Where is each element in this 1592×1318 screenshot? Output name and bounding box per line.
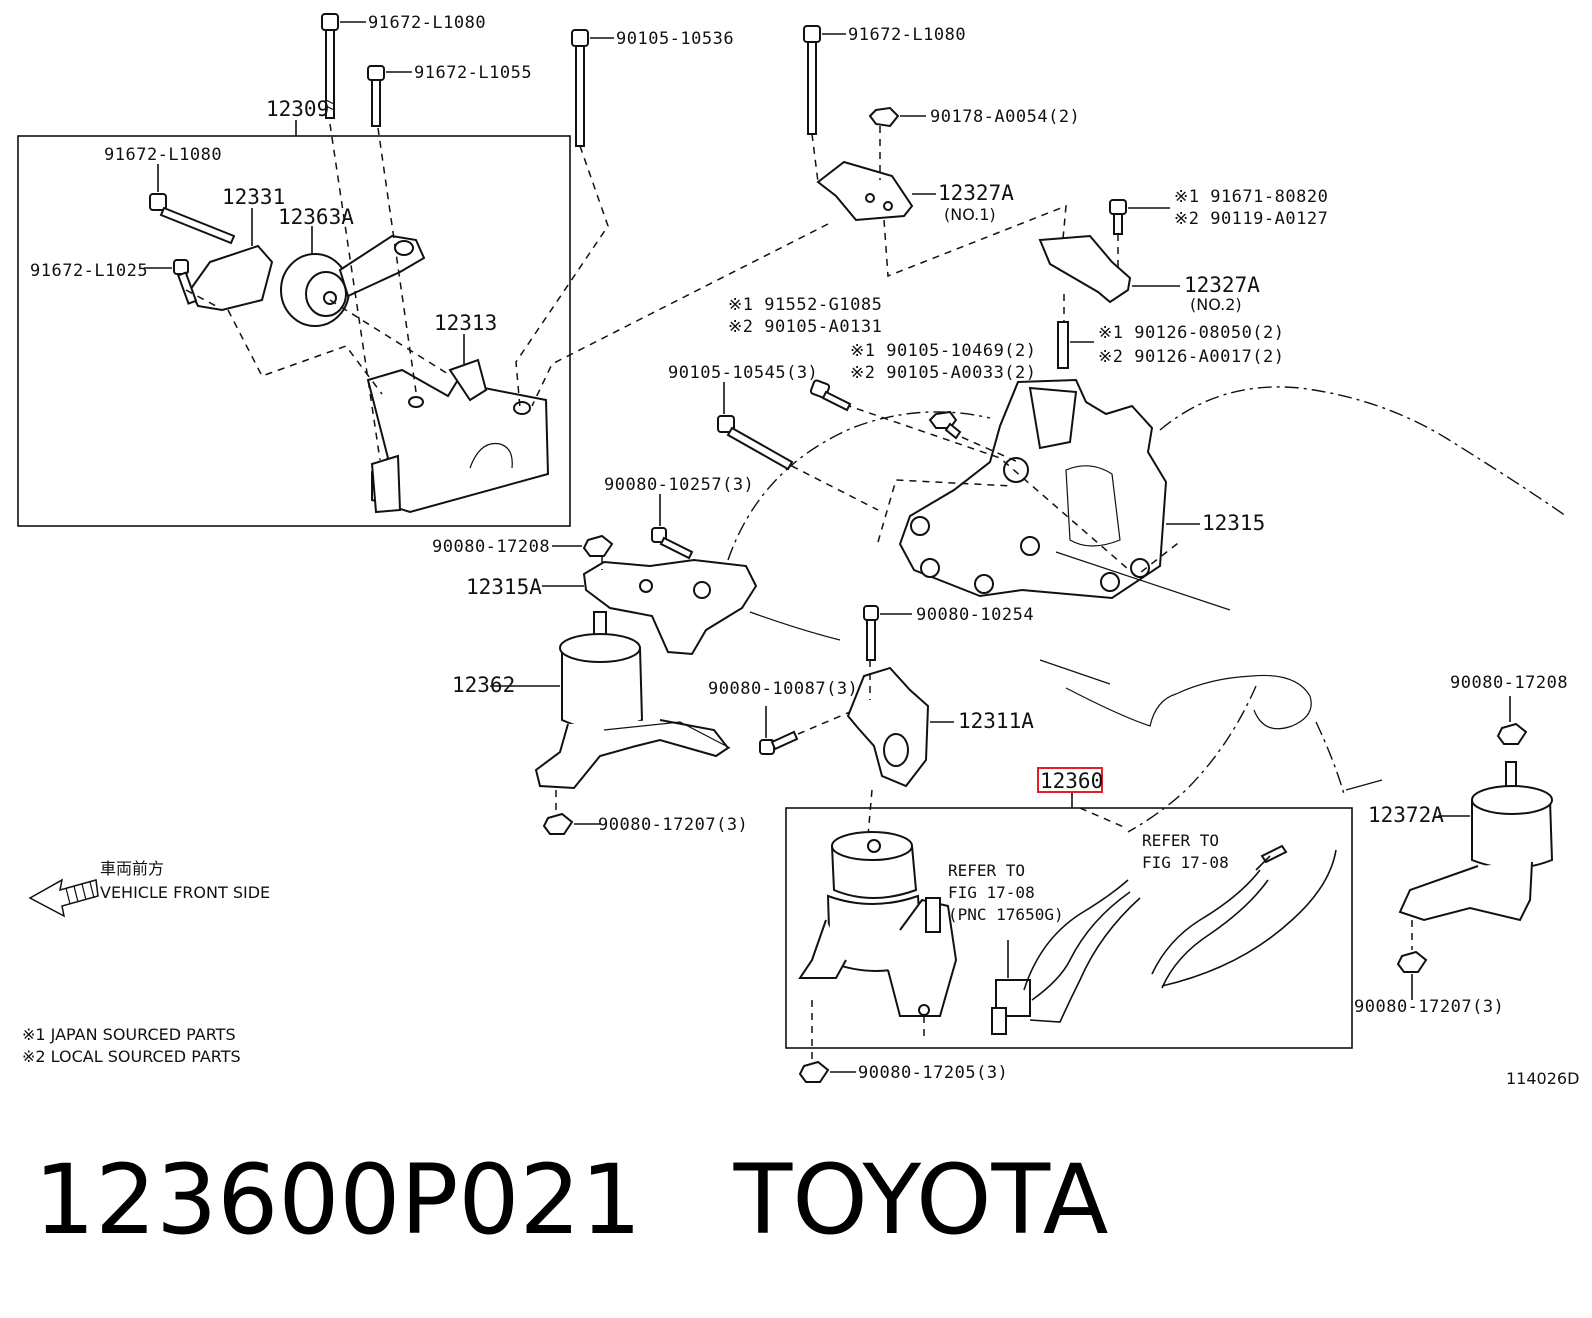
label-ref1-90126: ※1 90126-08050(2) [1098,323,1285,343]
label-ref2-90119: ※2 90119-A0127 [1174,209,1328,229]
label-12360: 12360 [1040,769,1103,793]
label-ref1-90105-10469: ※1 90105-10469(2) [850,341,1037,361]
parts-diagram: 91672-L1080 91672-L1055 90105-10536 9167… [17,13,1579,1088]
nut-90080-17208-a [552,534,614,557]
bolt-91552-G1085 [809,379,852,412]
label-refer-fig-2: FIG 17-08 [948,883,1035,902]
label-12311A: 12311A [958,709,1034,733]
label-12363A: 12363A [278,205,354,229]
label-12331: 12331 [222,185,285,209]
label-91672-L1080-c: 91672-L1080 [104,145,222,165]
label-90080-17207-a: 90080-17207(3) [598,815,748,835]
engine-outline-1 [727,411,991,561]
transmission-outline [1065,674,1312,730]
label-91672-L1055: 91672-L1055 [414,63,532,83]
bolt-90105-10536 [571,29,614,147]
legend-note-1: ※1 JAPAN SOURCED PARTS [22,1025,236,1044]
mount-12372A [1398,761,1554,922]
label-refer-fig-1: FIG 17-08 [1142,853,1229,872]
label-ref2-90105-A0033: ※2 90105-A0033(2) [850,363,1037,383]
label-front-jp: 車両前方 [100,859,164,878]
bracket-12311A [846,666,954,788]
label-12313: 12313 [434,311,497,335]
nut-90080-17207-a [542,812,600,835]
nut-90080-17207-b [1396,950,1428,1000]
label-12327A-no1-sub: (NO.1) [944,205,996,224]
sub-assembly-frame-12309 [17,135,571,527]
bolt-90080-10087 [759,706,799,755]
bolt-91672-L1080-a [321,13,366,119]
label-90105-10545: 90105-10545(3) [668,363,818,383]
legend-note-2: ※2 LOCAL SOURCED PARTS [22,1047,241,1066]
label-90178-A0054: 90178-A0054(2) [930,107,1080,127]
label-90080-10257: 90080-10257(3) [604,475,754,495]
bolt-91672-L1025 [144,259,198,305]
mount-12362 [490,611,731,790]
label-refer-to-1: REFER TO [1142,831,1219,850]
label-90080-10254: 90080-10254 [916,605,1034,625]
bracket-12327A-no1 [816,160,936,222]
bushing-12363A [280,226,426,327]
label-90080-17208-a: 90080-17208 [432,537,550,557]
label-refer-to-2: REFER TO [948,861,1025,880]
bolt-91672-L1055 [367,65,412,127]
nut-90178-A0054 [868,106,926,128]
stud-90126-08050 [1057,321,1094,369]
bolt-90105-10469 [928,410,962,440]
bracket-12315A [542,558,758,656]
mount-assembly-12360 [798,831,958,1017]
nut-90080-17205 [798,1060,856,1083]
vehicle-front-arrow-icon [28,878,99,918]
label-90080-10087: 90080-10087(3) [708,679,858,699]
label-91672-L1080-a: 91672-L1080 [368,13,486,33]
vacuum-valve [991,879,1141,1035]
label-90080-17205: 90080-17205(3) [858,1063,1008,1083]
label-12309: 12309 [266,97,329,121]
label-12315A: 12315A [466,575,542,599]
vacuum-hose [1151,844,1337,989]
bolt-91672-L1080-c [149,164,236,245]
label-ref2-90126: ※2 90126-A0017(2) [1098,347,1285,367]
engine-outline-4 [1127,685,1257,833]
label-12372A: 12372A [1368,803,1444,827]
nut-90080-17208-b [1496,696,1528,745]
label-12315: 12315 [1202,511,1265,535]
label-12327A-no2: 12327A [1184,273,1260,297]
label-91672-L1080-b: 91672-L1080 [848,25,966,45]
bolt-91671-80820 [1109,199,1170,235]
label-refer-pnc: (PNC 17650G) [948,905,1064,924]
label-ref1-91671: ※1 91671-80820 [1174,187,1328,207]
label-90080-17207-b: 90080-17207(3) [1354,997,1504,1017]
sub-assembly-frame-12360 [785,807,1353,1049]
bolt-90105-10545 [717,382,794,471]
highlight-box-12360 [1037,767,1103,793]
label-front-en: VEHICLE FRONT SIDE [100,883,270,902]
figure-code: 114026D [1506,1069,1579,1088]
engine-outline-3 [1315,721,1345,795]
caption-brand: TOYOTA [733,1144,1109,1256]
label-12327A-no2-sub: (NO.2) [1190,295,1242,314]
engine-outline-2 [1159,386,1567,517]
bracket-12327A-no2 [1038,234,1180,304]
label-12362: 12362 [452,673,515,697]
label-90080-17208-b: 90080-17208 [1450,673,1568,693]
label-ref2-90105-A0131: ※2 90105-A0131 [728,317,882,337]
bolt-90080-10254 [863,605,912,661]
bracket-12313 [366,334,550,514]
label-12327A-no1: 12327A [938,181,1014,205]
bolt-91672-L1080-b [803,25,846,135]
part-caption: 123600P021 TOYOTA [34,1140,1574,1270]
label-91672-L1025: 91672-L1025 [30,261,148,281]
label-ref1-91552: ※1 91552-G1085 [728,295,882,315]
label-90105-10536: 90105-10536 [616,29,734,49]
caption-part-number: 123600P021 [34,1144,642,1256]
bracket-12315 [898,378,1200,600]
bolt-90080-10257 [651,494,694,560]
